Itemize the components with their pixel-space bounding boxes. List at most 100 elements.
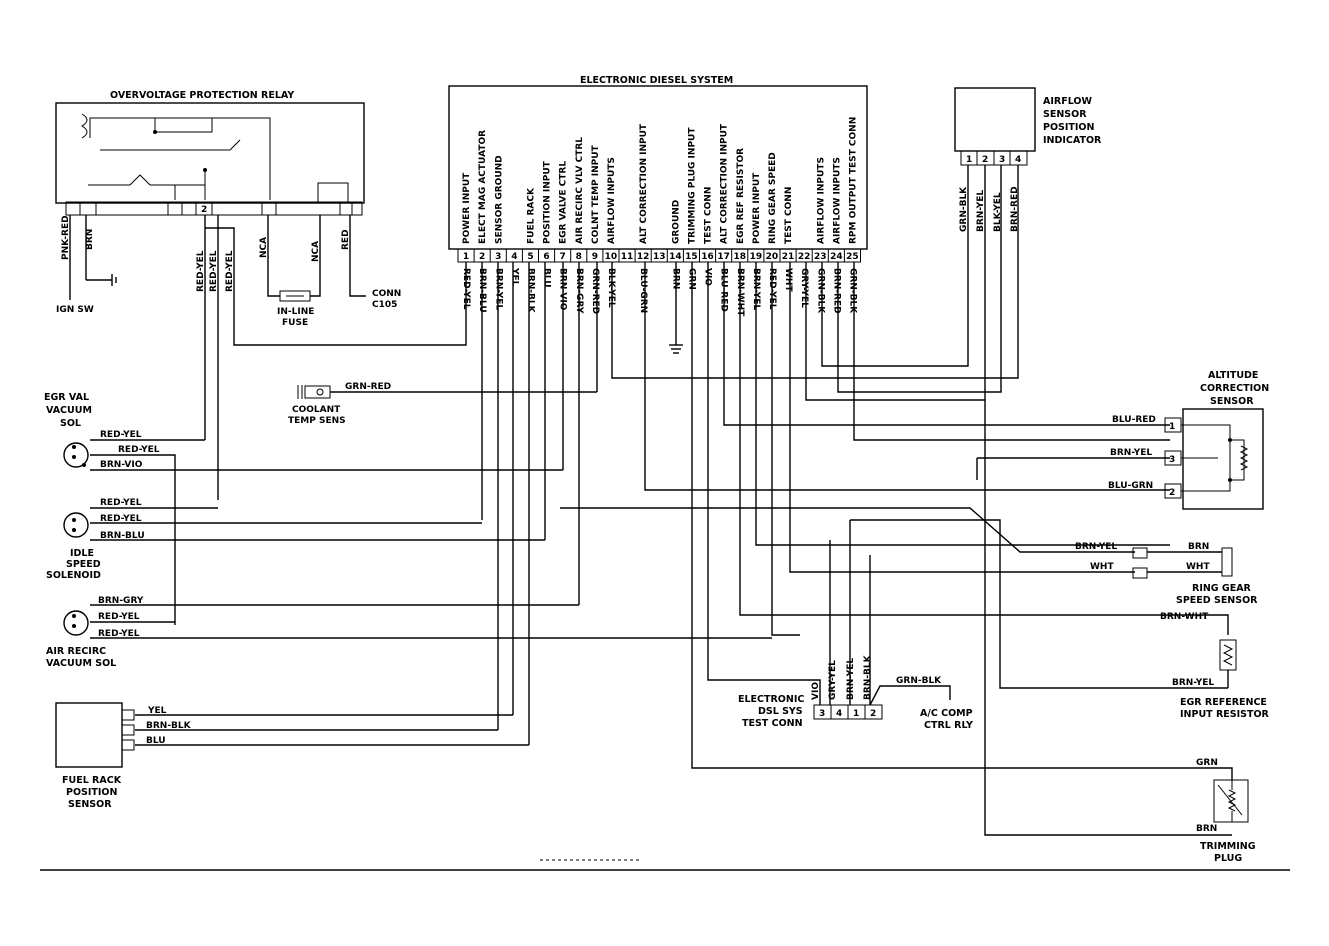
eds-pin-15: 15	[685, 252, 698, 262]
airflow-wire-3: BLK-YEL	[993, 192, 1003, 232]
egr-wire-3: BRN-VIO	[100, 460, 143, 470]
idle-label-1: IDLE	[70, 548, 94, 559]
ring-wire-right-2: WHT	[1186, 562, 1210, 572]
airflow-wire-2: BRN-YEL	[976, 190, 986, 232]
eds-wire-label: BLK-YEL	[606, 268, 616, 308]
airflow-wire-1: GRN-BLK	[959, 186, 969, 232]
ring-gear-sensor: BRN-YEL WHT BRN WHT RING GEAR SPEED SENS…	[1075, 542, 1258, 606]
eds-wire-label: BLU	[542, 268, 552, 288]
eds-function-label: AIR RECIRC VLV CTRL	[575, 137, 585, 244]
eds-pin-3: 3	[495, 252, 501, 262]
idle-wire-3: BRN-BLU	[100, 531, 145, 541]
test-title-2: DSL SYS	[758, 706, 803, 717]
airflow-title-3: POSITION	[1043, 122, 1095, 133]
eds-pin-strip	[457, 248, 861, 263]
eds-wire-label: RED-YEL	[461, 268, 471, 310]
conn-label-2: C105	[372, 300, 397, 310]
ac-label-1: A/C COMP	[920, 708, 973, 719]
eds-pin-9: 9	[592, 252, 598, 262]
eds-pin-18: 18	[733, 252, 746, 262]
eds-pin-25: 25	[846, 252, 859, 262]
eds-pin-8: 8	[576, 252, 582, 262]
altitude-pin-3: 2	[1169, 488, 1175, 498]
eds-pin-19: 19	[750, 252, 763, 262]
eds-function-label: POWER INPUT	[462, 172, 472, 244]
recirc-solenoid-icon	[63, 610, 89, 636]
coolant-label-2: TEMP SENS	[288, 416, 346, 426]
test-wire-3: BRN-YEL	[846, 658, 856, 700]
ring-wire-right-1: BRN	[1188, 542, 1209, 552]
eds-function-label: AIRFLOW INPUTS	[816, 157, 826, 244]
egr-wire-2: RED-YEL	[118, 445, 160, 455]
rack-label-3: SENSOR	[68, 799, 112, 810]
idle-label-2: SPEED	[66, 559, 101, 570]
eds-function-label: TRIMMING PLUG INPUT	[687, 127, 697, 244]
coolant-label-1: COOLANT	[292, 405, 341, 415]
idle-wire-1: RED-YEL	[100, 498, 142, 508]
eds-pin-21: 21	[782, 252, 795, 262]
airflow-pin-2: 2	[982, 155, 988, 165]
trim-wire-2: BRN	[1196, 824, 1217, 834]
test-extra-wire: GRN-BLK	[896, 676, 942, 686]
eds-function-labels: POWER INPUT ELECT MAG ACTUATOR SENSOR GROU…	[462, 117, 858, 244]
eds-wire-label: GRN-BLK	[847, 268, 857, 314]
egr-reference-resistor: BRN-WHT BRN-YEL EGR REFERENCE INPUT RESI…	[1160, 612, 1270, 720]
fuel-rack-sensor: YEL BRN-BLK BLU FUEL RACK POSITION SENSO…	[55, 702, 192, 810]
eds-function-label: SENSOR GROUND	[494, 155, 504, 244]
eds-wire-label: BRN-RED	[831, 268, 841, 314]
eds-pin-24: 24	[830, 252, 843, 262]
eds-function-label: RPM OUTPUT TEST CONN	[848, 117, 858, 244]
rack-wire-3: BLU	[146, 736, 166, 746]
eds-pin-12: 12	[637, 252, 650, 262]
eds-function-label: EGR REF RESISTOR	[736, 148, 746, 244]
eds-function-label: RING GEAR SPEED	[768, 152, 778, 244]
eds-pin-23: 23	[814, 252, 827, 262]
eds-wire-label: GRN-BLK	[815, 268, 825, 314]
recirc-wire-3: RED-YEL	[98, 629, 140, 639]
ovp-wire-1: PNK-RED	[61, 215, 71, 260]
eds-pin-2: 2	[479, 252, 485, 262]
air-recirc-solenoid: BRN-GRY RED-YEL RED-YEL AIR RECIRC VACUU…	[46, 596, 144, 669]
ac-label-2: CTRL RLY	[924, 720, 973, 731]
eds-function-label: POWER INPUT	[752, 172, 762, 244]
eds-function-label: ELECT MAG ACTUATOR	[478, 130, 488, 244]
eds-function-label: AIRFLOW INPUTS	[832, 157, 842, 244]
airflow-pin-1: 1	[966, 155, 972, 165]
coolant-wire: GRN-RED	[345, 382, 391, 392]
eds-wire-label: GRN-RED	[590, 268, 600, 314]
ring-gear-sensor-icon	[1221, 547, 1233, 577]
eds-function-label: COLNT TEMP INPUT	[591, 144, 601, 244]
eds-function-label: TEST CONN	[784, 187, 794, 244]
coolant-temp-sensor: GRN-RED COOLANT TEMP SENS	[288, 382, 391, 426]
eds-pin-6: 6	[543, 252, 549, 262]
idle-wire-2: RED-YEL	[100, 514, 142, 524]
fuse-label-2: FUSE	[282, 318, 308, 328]
rack-wire-1: YEL	[147, 706, 167, 716]
altitude-title-3: SENSOR	[1210, 396, 1254, 407]
ovp-wire-7: NCA	[311, 241, 321, 262]
eds-pin-5: 5	[527, 252, 533, 262]
ovp-wire-6: NCA	[259, 237, 269, 258]
altitude-pin-2: 3	[1169, 455, 1175, 465]
idle-solenoid-icon	[63, 512, 89, 538]
ovp-wire-8: RED	[341, 229, 351, 250]
eds-wire-label: GRY-YEL	[799, 268, 809, 308]
test-pin-1: 3	[819, 709, 825, 719]
rack-label-2: POSITION	[66, 787, 118, 798]
egr-vacuum-solenoid: EGR VAL VACUUM SOL RED-YEL RED-YEL BRN-V…	[44, 392, 160, 470]
altitude-pin-1: 1	[1169, 422, 1175, 432]
altitude-wire-2: BRN-YEL	[1110, 448, 1152, 458]
egrref-wire-2: BRN-YEL	[1172, 678, 1214, 688]
dsl-test-connector: 3 4 1 2 VIO GRY-YEL BRN-YEL BRN-BLK GRN-…	[738, 654, 942, 729]
eds-title: ELECTRONIC DIESEL SYSTEM	[580, 75, 733, 86]
airflow-title-2: SENSOR	[1043, 109, 1087, 120]
recirc-label-2: VACUUM SOL	[46, 658, 116, 669]
eds-function-label: AIRFLOW INPUTS	[607, 157, 617, 244]
airflow-wire-4: BRN-RED	[1010, 186, 1020, 232]
eds-pin-10: 10	[605, 252, 618, 262]
ovp-wire-4: RED-YEL	[209, 250, 219, 292]
altitude-title-2: CORRECTION	[1200, 383, 1269, 394]
test-wire-1: VIO	[811, 682, 821, 700]
eds-pin-14: 14	[669, 252, 682, 262]
